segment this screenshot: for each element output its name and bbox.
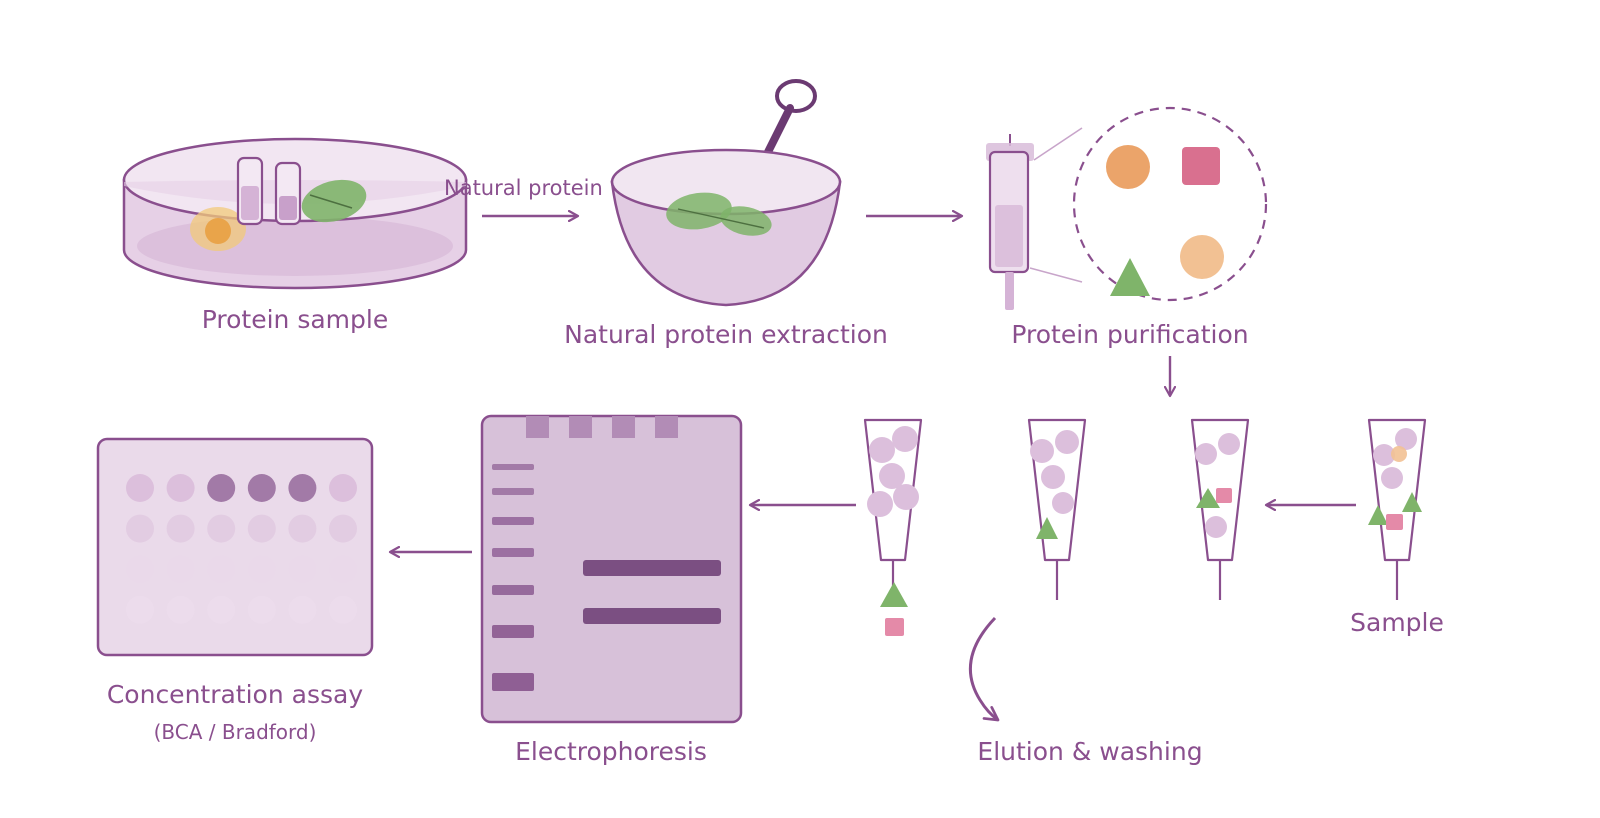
- plate-well: [207, 555, 236, 584]
- plate-well: [288, 474, 317, 502]
- arrow-elution-curve: [968, 616, 1000, 722]
- gel-icon: [480, 414, 743, 724]
- plate-well: [329, 474, 357, 502]
- label-assay: Concentration assay: [107, 680, 363, 709]
- plate-well: [288, 595, 317, 624]
- plate-well: [166, 555, 195, 584]
- column-icon: [986, 127, 1083, 310]
- label-electrophoresis: Electrophoresis: [515, 737, 707, 766]
- plate-well: [247, 474, 276, 502]
- plate-well: [207, 514, 236, 543]
- well-plate-icon: [96, 437, 374, 657]
- plate-well: [207, 595, 236, 624]
- label-protein-sample: Protein sample: [202, 305, 388, 334]
- plate-well: [126, 555, 154, 584]
- plate-well: [329, 595, 357, 624]
- plate-well: [166, 474, 195, 502]
- plate-well: [207, 474, 236, 502]
- zoom-circle-icon: [1072, 106, 1268, 302]
- plate-well: [247, 514, 276, 543]
- plate-well: [329, 555, 357, 584]
- label-extraction: Natural protein extraction: [564, 320, 888, 349]
- plate-well: [126, 514, 154, 543]
- tube-elution-icon: [863, 418, 923, 636]
- plate-well: [329, 514, 357, 543]
- label-assay-subtitle: (BCA / Bradford): [154, 720, 317, 744]
- bowl-icon: [610, 79, 842, 307]
- label-arrow-natural-protein: Natural protein: [444, 176, 603, 200]
- plate-well: [126, 595, 154, 624]
- plate-well: [288, 555, 317, 584]
- petri-dish-icon: [122, 137, 468, 290]
- plate-well: [126, 474, 154, 502]
- plate-well: [166, 514, 195, 543]
- label-elution: Elution & washing: [977, 737, 1202, 766]
- tube-sample-icon: [1367, 418, 1427, 600]
- plate-well: [247, 595, 276, 624]
- tube-washing-icon: [1027, 418, 1087, 600]
- plate-well: [166, 595, 195, 624]
- tube-binding-icon: [1190, 418, 1250, 600]
- plate-well: [247, 555, 276, 584]
- label-sample: Sample: [1350, 608, 1444, 637]
- plate-well: [288, 514, 317, 543]
- label-purification: Protein purification: [1011, 320, 1248, 349]
